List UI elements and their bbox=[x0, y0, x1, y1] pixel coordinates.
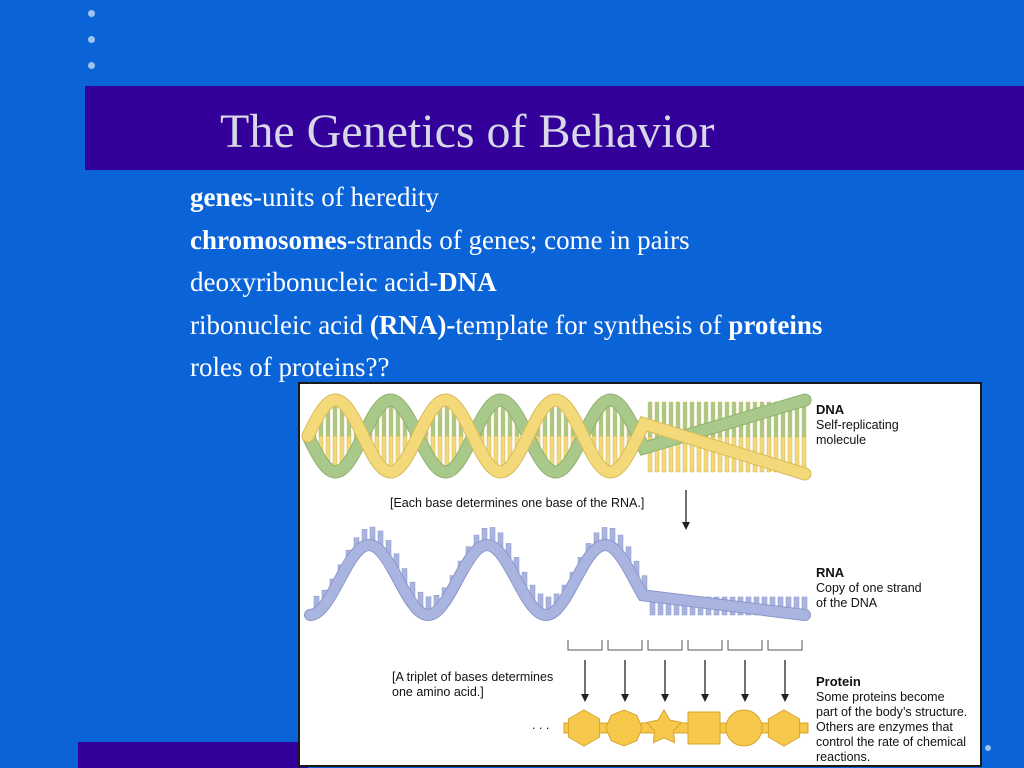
base-pair bbox=[773, 436, 779, 473]
rna-title: RNA bbox=[816, 565, 845, 580]
rna-desc-2: of the DNA bbox=[816, 596, 878, 610]
amino-acid bbox=[725, 709, 763, 747]
arrow-head bbox=[661, 694, 669, 702]
dna-strand-yellow bbox=[302, 394, 811, 480]
roles-question: roles of proteins?? bbox=[190, 352, 390, 382]
protein-chain bbox=[563, 709, 809, 747]
codon-bracket bbox=[687, 640, 723, 651]
term-dna: DNA bbox=[438, 267, 497, 297]
term-chromosomes: chromosomes bbox=[190, 224, 347, 255]
bottom-band bbox=[78, 742, 308, 768]
arrow-head bbox=[581, 694, 589, 702]
codon-bracket bbox=[767, 640, 803, 651]
arrow-head bbox=[621, 694, 629, 702]
base-pair bbox=[710, 436, 716, 473]
def-rna: template for synthesis of bbox=[455, 309, 729, 340]
dna-desc-1: Self-replicating bbox=[816, 418, 899, 432]
protein-backbone bbox=[563, 722, 809, 734]
ellipsis: . . . bbox=[532, 718, 550, 732]
amino-acid bbox=[567, 709, 601, 747]
arrow-head bbox=[781, 694, 789, 702]
protein-desc-5: reactions. bbox=[816, 750, 871, 764]
dna-desc-2: molecule bbox=[816, 433, 867, 447]
rna-desc-1: Copy of one strand bbox=[816, 581, 922, 595]
base-pair bbox=[647, 436, 653, 473]
rna-label: RNA Copy of one strand of the DNA bbox=[816, 565, 922, 611]
amino-acid bbox=[767, 709, 801, 747]
term-proteins: proteins bbox=[728, 309, 823, 340]
arrow-head bbox=[741, 694, 749, 702]
bullet-dots-decoration bbox=[88, 10, 100, 88]
dot bbox=[985, 745, 991, 751]
slide-title: The Genetics of Behavior bbox=[220, 105, 715, 158]
codon-bracket bbox=[727, 640, 763, 651]
dot bbox=[88, 36, 95, 43]
triplet-note: [A triplet of bases determines one amino… bbox=[392, 670, 553, 700]
protein-desc-3: Others are enzymes that bbox=[816, 720, 953, 734]
term-genes: genes bbox=[190, 182, 253, 212]
bottom-dot-decoration bbox=[985, 745, 991, 751]
protein-desc-4: control the rate of chemical bbox=[816, 735, 967, 749]
protein-desc-1: Some proteins become bbox=[816, 690, 945, 704]
dna-helix bbox=[301, 393, 812, 481]
bullet-rna: ribonucleic acid (RNA)-template for synt… bbox=[190, 304, 822, 347]
bullet-genes: genes-units of heredity bbox=[190, 176, 822, 219]
def-chromosomes: -strands of genes; come in pairs bbox=[346, 224, 690, 255]
rna-backbone bbox=[305, 539, 810, 621]
base-pair bbox=[654, 436, 660, 473]
title-band bbox=[85, 86, 1024, 170]
rna-prefix: ribonucleic acid bbox=[190, 309, 370, 340]
protein-title: Protein bbox=[816, 674, 861, 689]
protein-desc-2: part of the body’s structure. bbox=[816, 705, 968, 719]
codon-brackets bbox=[567, 640, 803, 651]
figure-illustration bbox=[301, 393, 812, 747]
arrow-head bbox=[701, 694, 709, 702]
rna-strand bbox=[304, 526, 811, 622]
arrows-rna-to-protein bbox=[581, 660, 789, 702]
base-note: [Each base determines one base of the RN… bbox=[390, 496, 645, 510]
codon-bracket bbox=[647, 640, 683, 651]
amino-acid bbox=[687, 711, 721, 745]
arrow-dna-to-rna bbox=[682, 490, 690, 530]
codon-bracket bbox=[607, 640, 643, 651]
dna-title: DNA bbox=[816, 402, 845, 417]
amino-acid bbox=[605, 709, 643, 747]
protein-label: Protein Some proteins become part of the… bbox=[816, 674, 967, 765]
bullet-roles: roles of proteins?? bbox=[190, 346, 822, 389]
term-rna: (RNA)- bbox=[369, 309, 456, 340]
dot bbox=[88, 10, 95, 17]
bullet-list: genes-units of heredity chromosomes-stra… bbox=[190, 176, 822, 389]
triplet-note-2: one amino acid.] bbox=[392, 685, 484, 699]
codon-bracket bbox=[567, 640, 603, 651]
dna-rna-protein-figure: DNA Self-replicating molecule [Each base… bbox=[298, 382, 982, 767]
bullet-dna: deoxyribonucleic acid-DNA bbox=[190, 261, 822, 304]
bullet-chromosomes: chromosomes-strands of genes; come in pa… bbox=[190, 219, 822, 262]
def-dna: deoxyribonucleic acid- bbox=[190, 267, 439, 297]
def-genes: -units of heredity bbox=[253, 182, 439, 212]
base-pair bbox=[766, 436, 772, 473]
dot bbox=[88, 62, 95, 69]
dna-label: DNA Self-replicating molecule bbox=[816, 402, 899, 448]
amino-acid bbox=[645, 709, 683, 744]
triplet-note-1: [A triplet of bases determines bbox=[392, 670, 554, 684]
